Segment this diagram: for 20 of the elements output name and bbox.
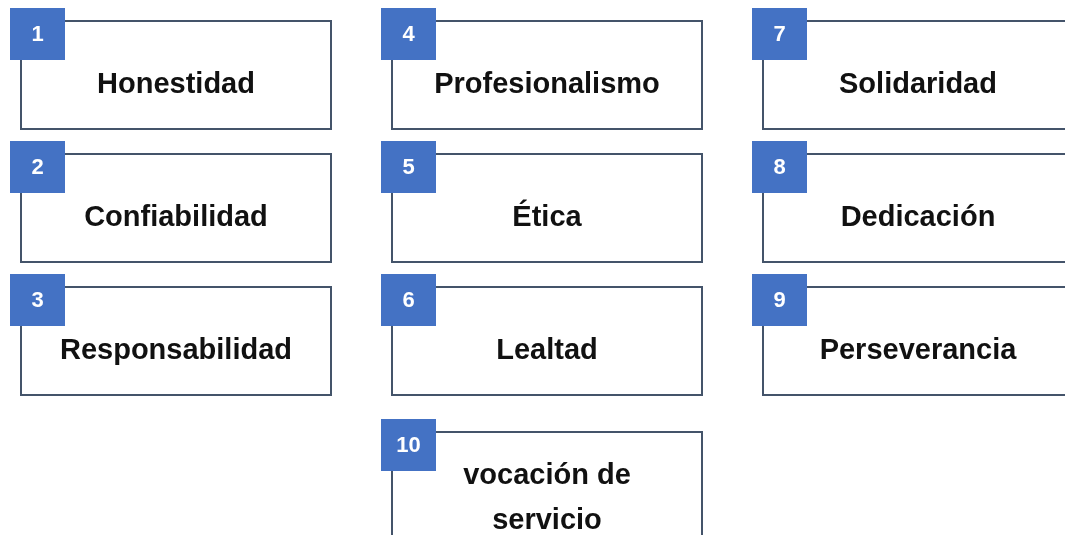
number-badge: 4 (381, 8, 436, 60)
number-badge: 9 (752, 274, 807, 326)
number-badge: 8 (752, 141, 807, 193)
value-label: Profesionalismo (434, 66, 660, 102)
number-badge: 3 (10, 274, 65, 326)
value-label: Dedicación (840, 199, 996, 235)
value-label: Confiabilidad (84, 199, 268, 235)
number-badge: 7 (752, 8, 807, 60)
number-badge: 2 (10, 141, 65, 193)
value-label: vocación de servicio (462, 456, 632, 535)
value-label: Solidaridad (839, 66, 997, 102)
value-label: Perseverancia (819, 332, 1017, 368)
value-label: Ética (512, 198, 582, 235)
value-label: Honestidad (97, 66, 255, 102)
number-badge: 5 (381, 141, 436, 193)
number-badge: 6 (381, 274, 436, 326)
value-label: Lealtad (496, 332, 598, 368)
number-badge: 1 (10, 8, 65, 60)
value-label: Responsabilidad (59, 332, 292, 368)
number-badge: 10 (381, 419, 436, 471)
